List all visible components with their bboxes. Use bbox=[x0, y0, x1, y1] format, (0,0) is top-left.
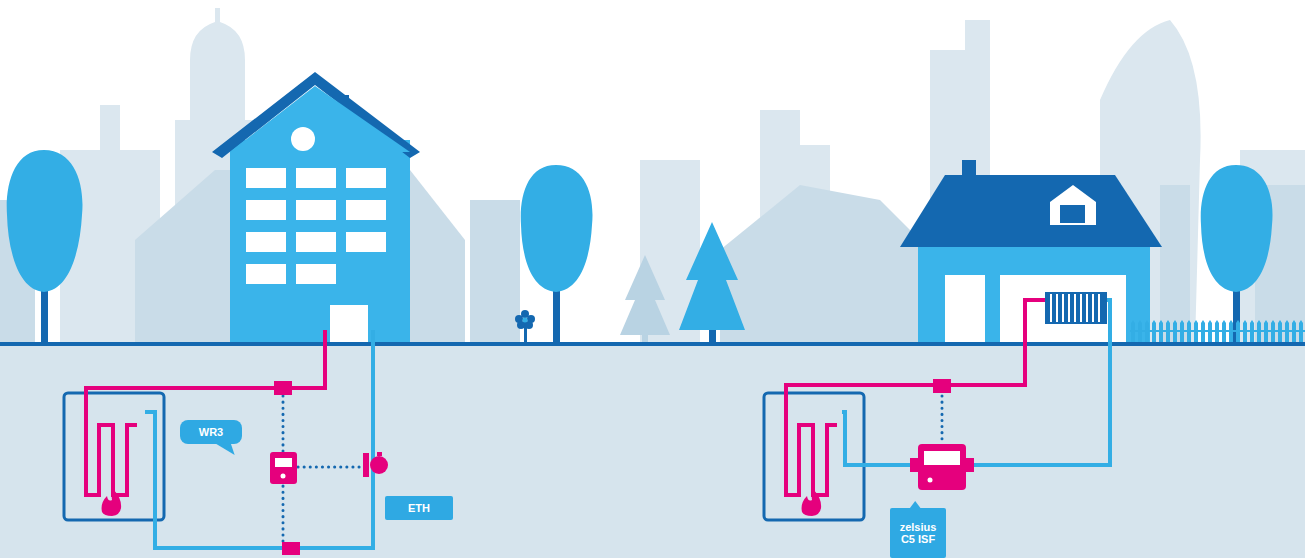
trees-part bbox=[1201, 165, 1273, 292]
trees-part bbox=[7, 150, 83, 292]
flower-part bbox=[523, 318, 528, 323]
windows-part bbox=[346, 200, 386, 220]
left-devices-part bbox=[102, 490, 122, 516]
left-devices-part bbox=[270, 452, 297, 484]
device-name: WR3 bbox=[199, 426, 223, 438]
house-part bbox=[1000, 275, 1126, 345]
left-devices-part bbox=[363, 453, 369, 477]
windows-part bbox=[296, 264, 336, 284]
right-devices-part bbox=[933, 379, 951, 393]
trees bbox=[7, 150, 1273, 345]
left-heating-circuit-part bbox=[145, 330, 373, 548]
right-heating-circuit bbox=[764, 300, 1110, 520]
house-part bbox=[900, 175, 1162, 247]
right-devices-part bbox=[924, 451, 960, 465]
callout-tail bbox=[215, 443, 235, 455]
windows-part bbox=[346, 232, 386, 252]
left-devices-part bbox=[274, 381, 292, 395]
right-devices-part bbox=[918, 444, 966, 490]
callout-bubble: WR3 bbox=[180, 420, 242, 444]
skyline-near-part bbox=[720, 185, 930, 345]
left-devices-part bbox=[377, 452, 382, 456]
right-heating-circuit-part bbox=[941, 396, 944, 440]
skyline-near-part bbox=[410, 170, 465, 345]
device-name: ETH bbox=[408, 502, 430, 514]
windows-part bbox=[346, 168, 386, 188]
flower-part bbox=[525, 321, 533, 329]
left-devices-part bbox=[282, 542, 300, 555]
windows-part bbox=[296, 200, 336, 220]
flower-part bbox=[517, 321, 525, 329]
callout-tails bbox=[215, 443, 922, 509]
house-part bbox=[918, 240, 1150, 345]
apartment-building-part bbox=[230, 86, 410, 152]
house-part bbox=[1060, 205, 1085, 223]
windows-part bbox=[246, 168, 286, 188]
left-devices bbox=[102, 381, 388, 555]
windows-part bbox=[246, 232, 286, 252]
apartment-building-part bbox=[212, 72, 420, 158]
house-part bbox=[1130, 330, 1305, 332]
right-heating-circuit-part bbox=[842, 300, 1110, 465]
apartment-building-part bbox=[230, 140, 410, 345]
windows-part bbox=[330, 305, 368, 345]
right-devices-part bbox=[910, 458, 918, 472]
skyline-near-part bbox=[470, 200, 520, 345]
left-heating-circuit bbox=[64, 330, 373, 548]
right-devices bbox=[802, 292, 1107, 516]
right-devices-part bbox=[1045, 292, 1107, 324]
windows-part bbox=[246, 200, 286, 220]
device-name: zelsius C5 ISF bbox=[895, 521, 941, 545]
windows bbox=[246, 168, 386, 345]
left-devices-part bbox=[281, 474, 286, 479]
left-devices-part bbox=[275, 458, 292, 467]
trees-part bbox=[521, 165, 593, 292]
trees-part bbox=[679, 222, 745, 330]
label-box: ETH bbox=[385, 496, 453, 520]
house-part bbox=[1050, 185, 1096, 225]
right-devices-part bbox=[966, 458, 974, 472]
apartment-building bbox=[212, 72, 420, 345]
skyline-far bbox=[0, 0, 1305, 345]
right-devices-part bbox=[802, 490, 822, 516]
windows-part bbox=[296, 168, 336, 188]
windows-part bbox=[296, 232, 336, 252]
left-heating-circuit-part bbox=[86, 330, 325, 495]
flower bbox=[515, 310, 535, 344]
right-devices-part bbox=[1051, 294, 1099, 322]
skyline-near-part bbox=[135, 170, 230, 345]
right-devices-part bbox=[928, 478, 933, 483]
house-part bbox=[1130, 318, 1305, 344]
windows-part bbox=[246, 264, 286, 284]
left-devices-part bbox=[370, 456, 388, 474]
trees-part bbox=[620, 255, 670, 335]
house bbox=[900, 160, 1305, 345]
house-part bbox=[945, 275, 985, 345]
apartment-building-part bbox=[291, 127, 315, 151]
label-box: zelsius C5 ISF bbox=[890, 508, 946, 558]
skyline-far-part bbox=[0, 0, 1305, 345]
